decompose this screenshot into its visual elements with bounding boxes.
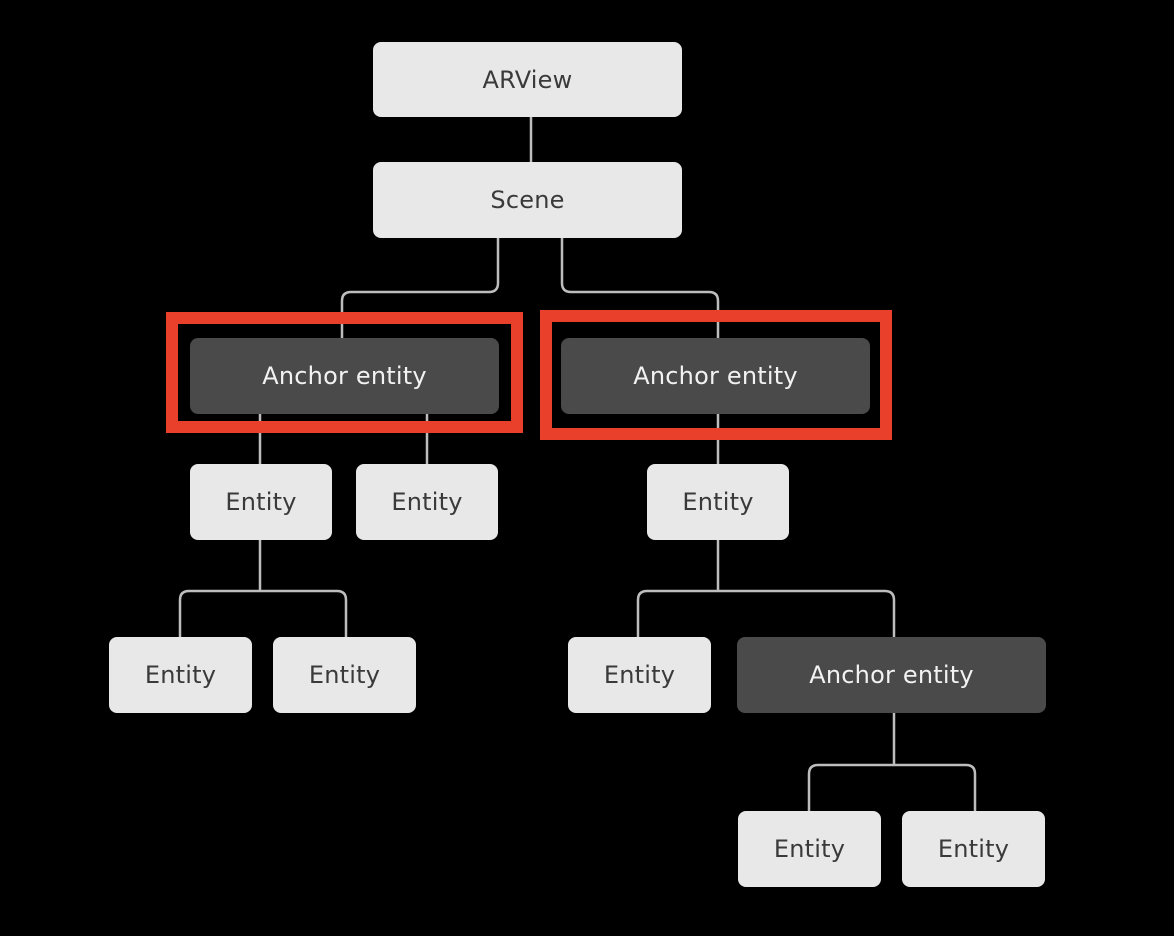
entity-node: Entity: [356, 464, 498, 540]
anchor-entity-left-label: Anchor entity: [262, 362, 427, 390]
connector-anchor-nested-children: [807, 711, 977, 813]
entity-label: Entity: [308, 661, 381, 689]
entity-label: Entity: [225, 488, 297, 516]
connector-scene-anchor-left: [340, 236, 500, 340]
arview-label: ARView: [482, 65, 573, 94]
highlight-box-left: [166, 312, 523, 433]
scene-label: Scene: [490, 186, 565, 214]
arview-node: ARView: [373, 42, 682, 117]
entity-label: Entity: [144, 661, 217, 689]
entity-node: Entity: [738, 811, 881, 887]
anchor-entity-nested: Anchor entity: [737, 637, 1046, 713]
anchor-entity-left: Anchor entity: [190, 338, 499, 414]
entity-label: Entity: [603, 661, 676, 689]
connector-scene-anchor-right: [560, 236, 720, 340]
anchor-entity-right-label: Anchor entity: [633, 362, 798, 390]
connector-entity-a-children: [178, 538, 348, 639]
connector-entity-c-children: [636, 538, 896, 639]
entity-node: Entity: [273, 637, 416, 713]
entity-node: Entity: [902, 811, 1045, 887]
entity-node: Entity: [190, 464, 332, 540]
highlight-box-right: [540, 310, 892, 440]
entity-node: Entity: [109, 637, 252, 713]
scene-node: Scene: [373, 162, 682, 238]
entity-label: Entity: [391, 488, 463, 516]
entity-label: Entity: [937, 835, 1010, 863]
entity-node: Entity: [647, 464, 789, 540]
anchor-entity-right: Anchor entity: [561, 338, 870, 414]
entity-node: Entity: [568, 637, 711, 713]
entity-label: Entity: [773, 835, 846, 863]
anchor-entity-nested-label: Anchor entity: [809, 661, 974, 689]
entity-label: Entity: [682, 488, 754, 516]
